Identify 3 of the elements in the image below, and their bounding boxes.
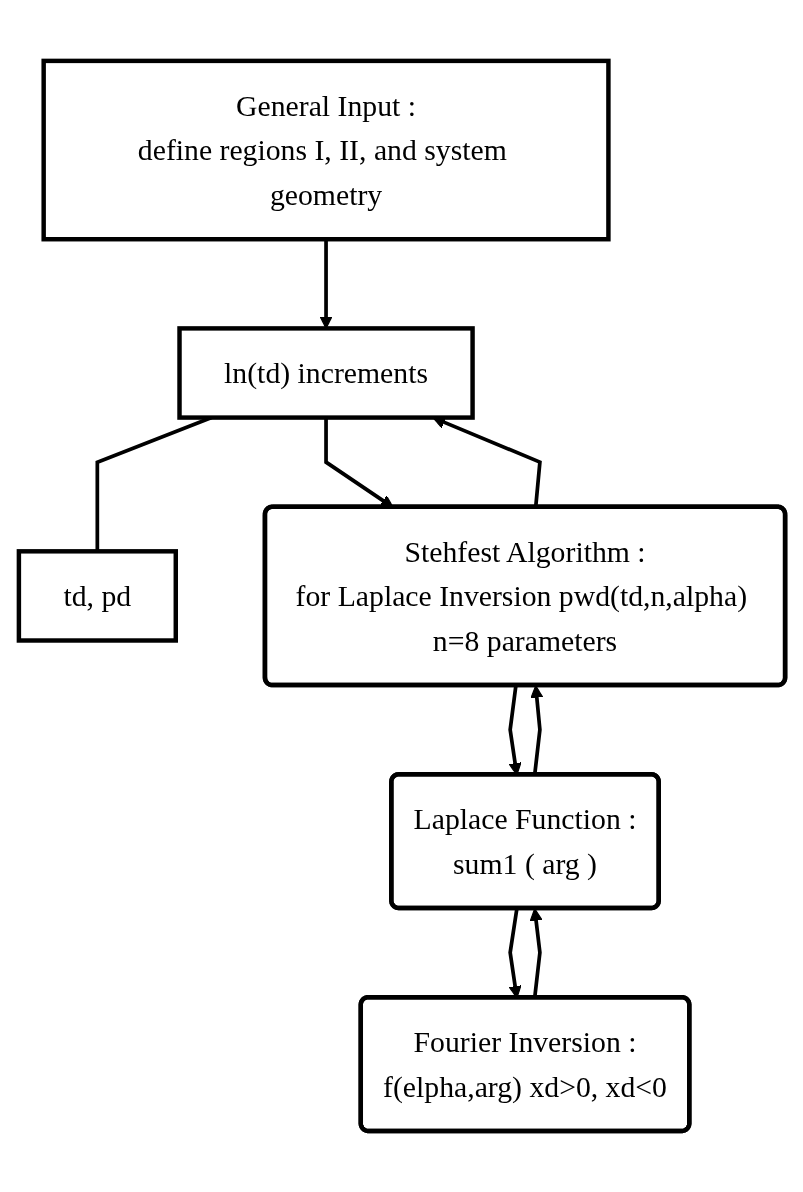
node-box: ln(td) increments — [176, 326, 475, 420]
node-box: General Input : define regions I, II, and system geometry — [40, 58, 611, 242]
node-box: td, pd — [16, 549, 178, 643]
